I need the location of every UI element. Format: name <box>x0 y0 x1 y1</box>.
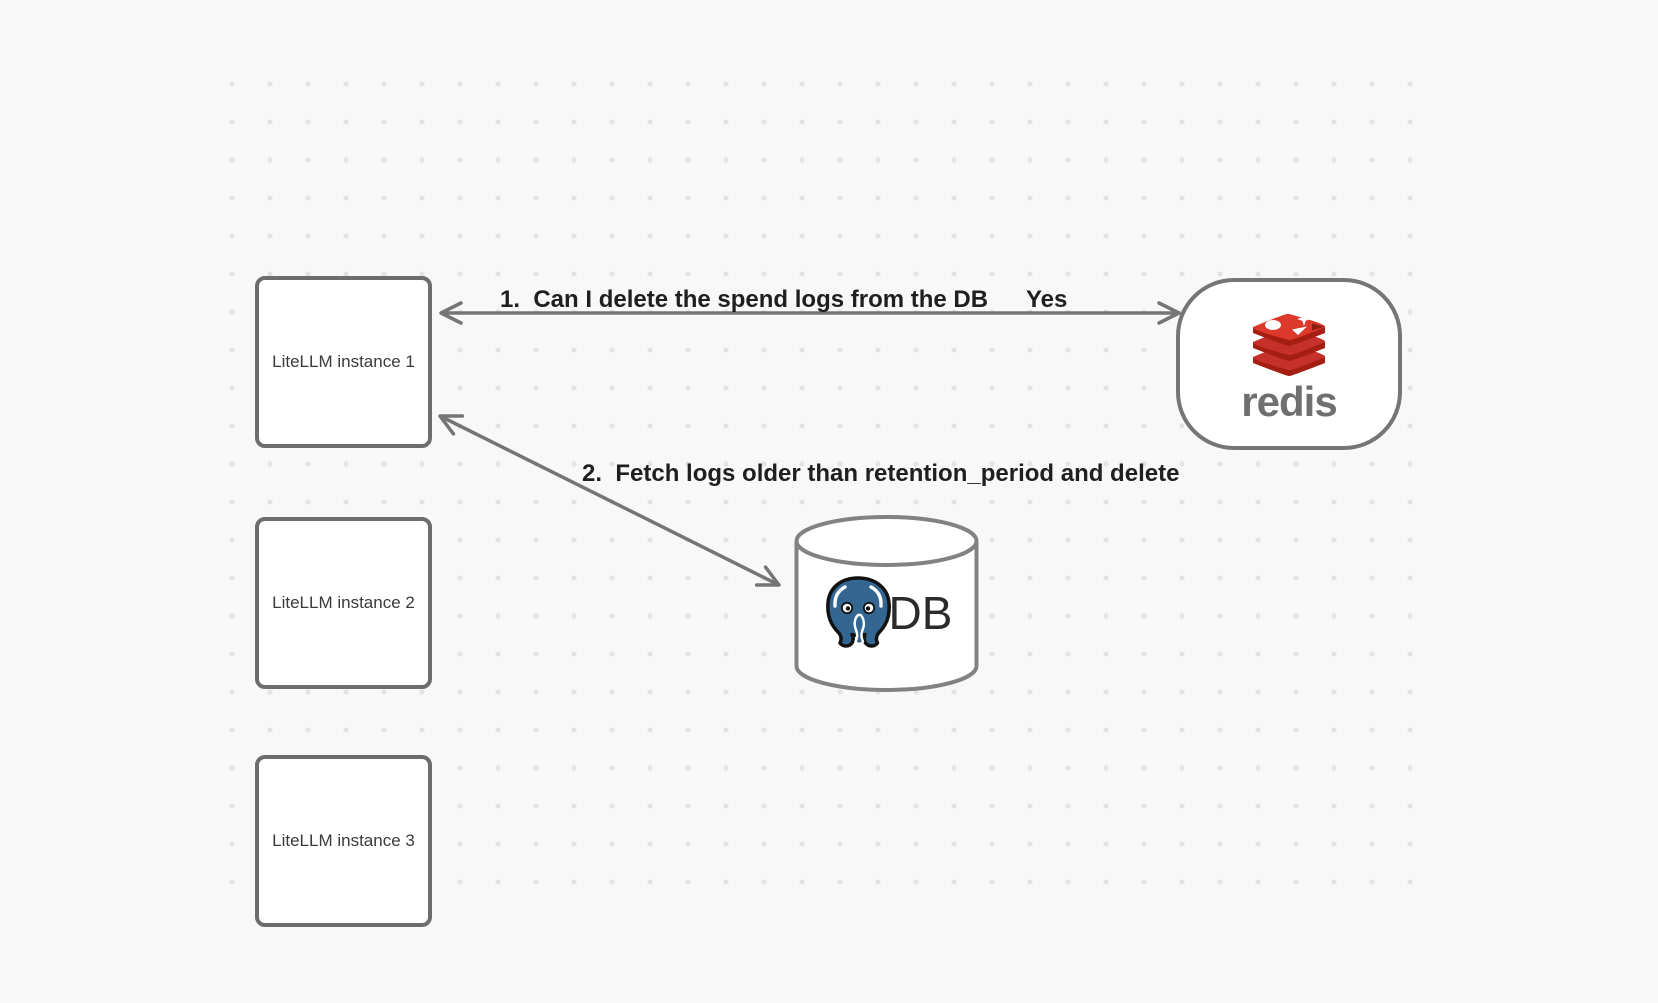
node-label: LiteLLM instance 2 <box>272 592 415 612</box>
node-litellm-instance-2: LiteLLM instance 2 <box>255 517 432 689</box>
node-redis: redis <box>1176 278 1402 450</box>
arrow-label-step2: 2. Fetch logs older than retention_perio… <box>582 460 1180 487</box>
arrow-label-yes: Yes <box>1026 286 1068 313</box>
arrow-instance1-db <box>438 414 781 587</box>
db-label: DB <box>888 586 953 639</box>
node-litellm-instance-3: LiteLLM instance 3 <box>255 755 432 927</box>
node-database: DB <box>798 517 975 690</box>
postgresql-elephant-icon <box>825 575 891 648</box>
redis-logo-icon <box>1252 314 1326 377</box>
node-litellm-instance-1: LiteLLM instance 1 <box>255 276 432 448</box>
node-label: LiteLLM instance 3 <box>272 830 415 850</box>
node-label: LiteLLM instance 1 <box>272 351 415 371</box>
redis-wordmark: redis <box>1241 378 1337 425</box>
arrow-label-step1: 1. Can I delete the spend logs from the … <box>500 286 989 313</box>
